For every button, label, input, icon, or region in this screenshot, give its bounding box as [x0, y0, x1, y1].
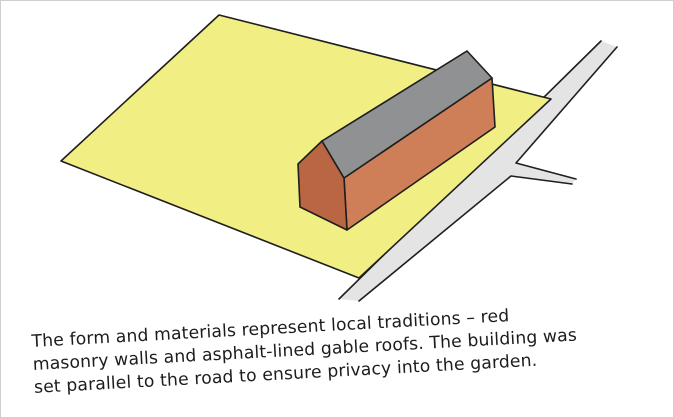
building — [297, 50, 496, 231]
road-surface — [339, 41, 617, 301]
road-branch-edge — [515, 46, 618, 180]
roof-ridge — [321, 50, 468, 142]
land-plot — [60, 14, 552, 279]
road-edge-right — [358, 175, 573, 302]
